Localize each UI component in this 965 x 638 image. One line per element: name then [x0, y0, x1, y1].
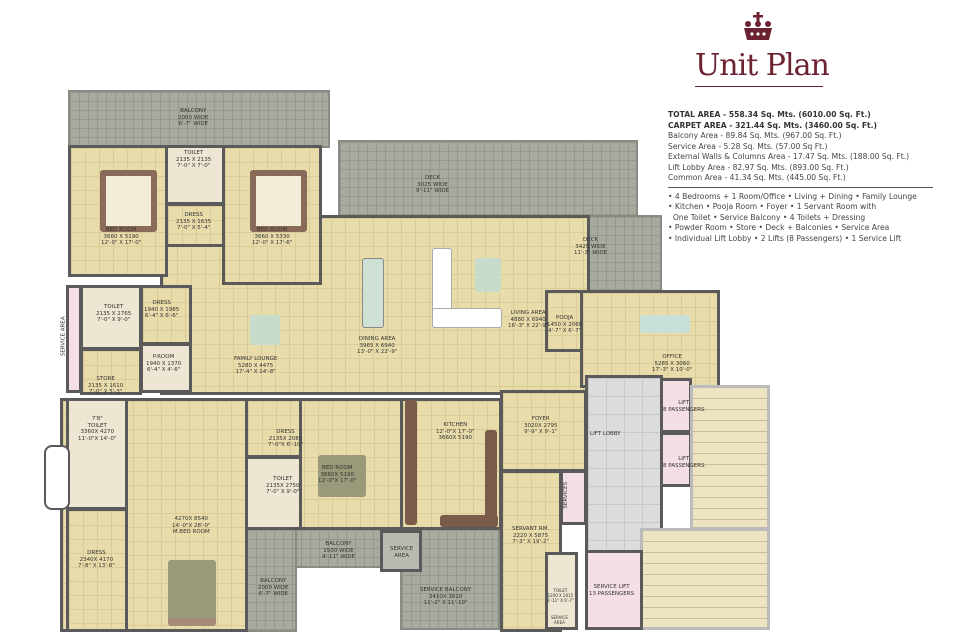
label-family-lounge: FAMILY LOUNGE 5280 X 4475 17'-4" X 14'-8…	[234, 356, 278, 375]
label-kitchen: KITCHEN 12'-0"X 17'-0" 3660X 5190	[436, 422, 475, 441]
label-bedroom-3: BED ROOM 3660X 5190 12'-0"X 17'-0"	[318, 465, 357, 484]
area-item: Balcony Area - 89.84 Sq. Mts. (967.00 Sq…	[668, 131, 842, 140]
dress-3	[245, 398, 302, 458]
office	[580, 290, 720, 388]
bed	[100, 170, 157, 232]
label-service-lift: SERVICE LIFT 13 PASSENGERS	[589, 584, 635, 597]
kitchen-counter	[405, 400, 417, 525]
feature-line: • 4 Bedrooms + 1 Room/Office • Living + …	[668, 191, 917, 201]
label-bedroom-2: BED ROOM 3660 X 5330 12'-0" X 17'-6"	[252, 227, 293, 246]
toilet-3	[245, 456, 302, 530]
store	[80, 348, 142, 395]
dress-1	[165, 203, 225, 247]
label-service-area-left: SERVICE AREA	[60, 316, 67, 357]
foyer	[500, 390, 587, 472]
label-servant-room: SERVANT RM. 2220 X 5875 7'-3" X 19'-2"	[512, 526, 550, 545]
label-deck: DECK 3025 WIDE 9'-11" WIDE	[416, 175, 450, 194]
label-dress-1: DRESS 2135 X 1635 7'-0" X 5'-4"	[176, 212, 212, 231]
deck	[338, 140, 638, 222]
label-services: SERVICES	[563, 481, 570, 509]
label-service-area: SERVICE AREA	[390, 546, 414, 559]
label-office: OFFICE 5285 X 3060 17'-3" X 10'-0"	[652, 354, 693, 373]
label-pooja: POOJA 1450 X 2060 4'-7" X 6'-7"	[547, 315, 583, 334]
area-item: External Walls & Columns Area - 17.47 Sq…	[668, 152, 910, 161]
feature-line: • Individual Lift Lobby • 2 Lifts (8 Pas…	[668, 233, 902, 243]
label-dining: DINING AREA 3965 X 6940 13'-0" X 22'-9"	[357, 336, 398, 355]
total-area: TOTAL AREA - 558.34 Sq. Mts. (6010.00 Sq…	[668, 110, 871, 119]
label-lift-lobby: LIFT LOBBY	[590, 431, 621, 437]
coffee-table	[475, 258, 501, 292]
area-item: Service Area - 5.28 Sq. Mts. (57.00 Sq F…	[668, 141, 828, 151]
kitchen	[400, 398, 502, 530]
label-deck-right: DECK 3425 WIDE 11'-3" WIDE	[574, 237, 608, 256]
label-master-dress: DRESS 2340X 4170 7'-8" X 13'-8"	[78, 550, 115, 569]
label-toilet-1: TOILET 2135 X 2135 7'-0" X 7'-0"	[176, 150, 212, 169]
label-master-bedroom: 4270X 8540 14'-0"X 28'-0" M.BED ROOM	[172, 516, 211, 535]
divider	[668, 186, 933, 188]
feature-line: • Kitchen • Pooja Room • Foyer • 1 Serva…	[668, 202, 877, 211]
label-dress-3: DRESS 2135X 2080 7'-0"X 6'-10"	[268, 429, 304, 448]
label-servant-toilet: TOILET 1200 X 2015 3'-11" X 6'-7"	[547, 588, 574, 603]
carpet-area: CARPET AREA - 321.44 Sq. Mts. (3460.00 S…	[668, 120, 878, 130]
staircase-lower	[640, 528, 770, 630]
label-balcony-top: BALCONY 2000 WIDE 6'-7" WIDE	[178, 108, 209, 127]
label-master-toilet: 7'8" TOILET 3360X 4270 11'-0"X 14'-0"	[78, 416, 117, 442]
label-service-balcony: SERVICE BALCONY 3410X 3610 11'-2" X 11'-…	[420, 587, 472, 606]
services-shaft	[560, 470, 587, 525]
office-desk	[640, 315, 690, 333]
powder-room	[140, 343, 192, 393]
label-dress-2: DRESS 1940 X 1985 6'-4" X 6'-6"	[144, 300, 180, 319]
lift-lobby	[585, 375, 663, 553]
page-title: Unit Plan	[695, 48, 830, 83]
servant-room	[500, 470, 562, 632]
bed	[318, 455, 366, 497]
kitchen-counter	[440, 515, 498, 527]
kitchen-counter	[485, 430, 497, 525]
lounge-table	[250, 315, 280, 345]
sofa	[432, 308, 502, 328]
feature-line: • Powder Room • Store • Deck + Balconies…	[668, 223, 890, 232]
master-toilet	[66, 398, 128, 510]
label-foyer: FOYER 3020X 2795 9'-9" X 9'-1"	[524, 416, 558, 435]
servant-toilet	[545, 552, 578, 630]
label-service-area-small: SERVICE AREA	[551, 615, 568, 625]
area-specs: TOTAL AREA - 558.34 Sq. Mts. (6010.00 Sq…	[668, 110, 933, 244]
bed	[168, 560, 216, 626]
label-store: STORE 2135 X 1610 7'-0" X 5'-3"	[88, 376, 124, 395]
label-balcony-bottom: BALCONY 1500 WIDE 4'-11" WIDE	[322, 541, 356, 560]
label-toilet-3: TOILET 2135X 2750 7'-0" X 9'-0"	[266, 476, 300, 495]
crown-icon	[744, 12, 772, 40]
balcony-top	[68, 90, 330, 148]
label-lift-1: LIFT 8 PASSENGERS	[663, 400, 705, 413]
feature-line: One Toilet • Service Balcony • 4 Toilets…	[668, 212, 866, 222]
label-lift-2: LIFT 8 PASSENGERS	[663, 456, 705, 469]
label-powder-room: P.ROOM 1940 X 1370 6'-4" X 4'-6"	[146, 354, 182, 373]
area-item: Common Area - 41.34 Sq. Mts. (445.00 Sq.…	[668, 173, 846, 182]
balcony-bottom-left	[245, 528, 297, 632]
bed	[250, 170, 307, 232]
area-item: Lift Lobby Area - 82.97 Sq. Mts. (893.00…	[668, 162, 849, 172]
label-toilet-2: TOILET 2135 X 2765 7'-0" X 9'-0"	[96, 304, 132, 323]
title-underline	[695, 86, 823, 87]
staircase-upper	[690, 385, 770, 530]
toilet-2	[80, 285, 142, 350]
dining-table	[362, 258, 384, 328]
service-area	[380, 530, 422, 572]
label-living: LIVING AREA 4880 X 6940 16'-3" X 22'-9"	[508, 310, 549, 329]
master-dress	[66, 508, 128, 632]
lift-2	[660, 432, 692, 487]
toilet-1	[165, 145, 225, 205]
label-bedroom-1: BED ROOM 3660 X 5190 12'-0" X 17'-0"	[101, 227, 142, 246]
bathtub	[44, 445, 70, 510]
label-balcony-bottom-left: BALCONY 2000 WIDE 6'-7" WIDE	[258, 578, 289, 597]
service-lift	[585, 550, 643, 630]
